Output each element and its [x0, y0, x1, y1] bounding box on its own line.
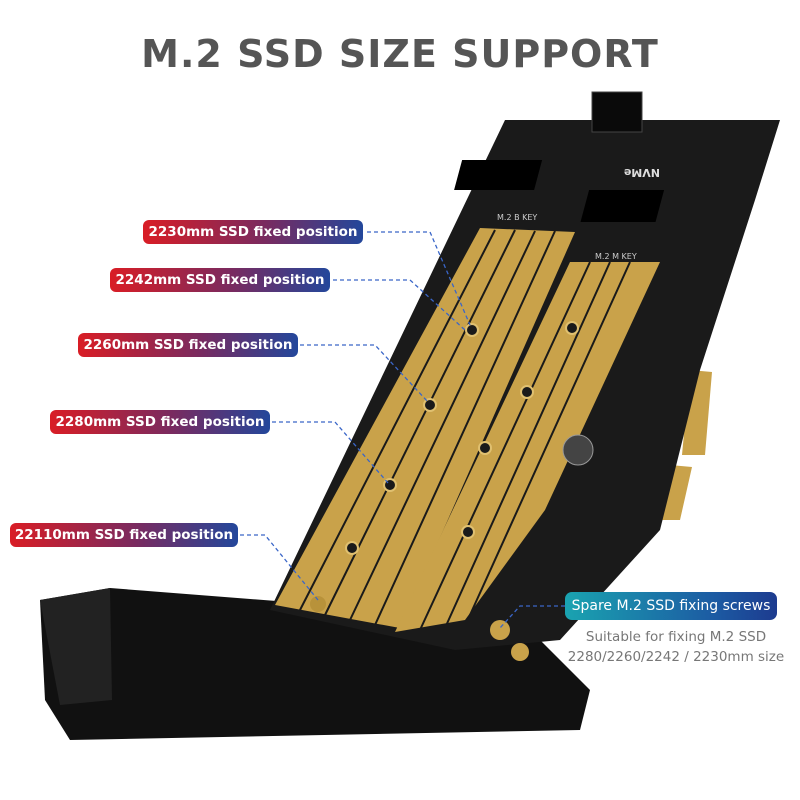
m2-slot-b — [275, 228, 575, 628]
page-title: M.2 SSD SIZE SUPPORT — [141, 32, 659, 76]
note-line-1: Suitable for fixing M.2 SSD — [585, 629, 767, 645]
spare-screw — [490, 620, 510, 640]
m2-connector-m — [580, 190, 665, 222]
screw — [310, 596, 326, 612]
label-22110: 22110mm SSD fixed position — [10, 523, 238, 547]
spare-screws-note: Suitable for fixing M.2 SSD 2280/2260/22… — [560, 627, 792, 667]
label-2280: 2280mm SSD fixed position — [50, 410, 270, 434]
sata-connector — [591, 91, 643, 133]
nvme-marking: NVMe — [624, 166, 660, 179]
label-2260: 2260mm SSD fixed position — [78, 333, 298, 357]
m2-connector-b — [454, 160, 543, 190]
label-2242: 2242mm SSD fixed position — [110, 268, 330, 292]
label-2230: 2230mm SSD fixed position — [143, 220, 363, 244]
leader-lines — [240, 231, 565, 629]
b-key-marking: M.2 B KEY — [497, 213, 537, 222]
m-key-marking: M.2 M KEY — [595, 252, 637, 261]
spare-screws-label: Spare M.2 SSD fixing screws — [565, 592, 777, 620]
note-line-2: 2280/2260/2242 / 2230mm size — [567, 649, 785, 665]
